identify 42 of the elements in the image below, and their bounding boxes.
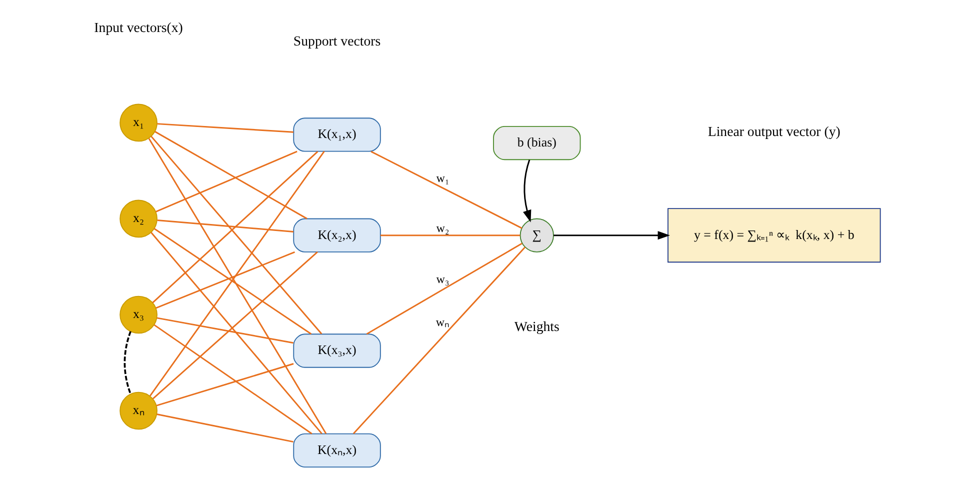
connector [152,151,318,304]
node-box: K(x₁,x) [293,118,381,152]
edge-label: w₂ [436,221,450,236]
node-box: b (bias) [493,126,581,160]
connector [366,242,522,335]
node-box: K(xₙ,x) [293,433,381,468]
connector [149,150,325,396]
connector [150,232,322,434]
node-box: K(x₃,x) [293,334,381,368]
label: Linear output vector (y) [708,124,840,140]
edge-label: w₁ [436,171,450,186]
label: Support vectors [293,34,381,49]
node-circle: x₁ [120,104,158,142]
connector [152,251,318,400]
connector [154,324,312,434]
connector [156,414,294,443]
arrow [523,160,532,222]
connector [156,363,294,406]
arrow [554,231,670,240]
connector [157,123,294,133]
node-circle: xₙ [120,392,158,430]
edge-label: wₙ [436,315,450,330]
connector [156,317,294,344]
connector [150,136,322,334]
node-circle: x₃ [120,296,158,334]
node-box: K(x₂,x) [293,218,381,252]
label: Input vectors(x) [94,20,183,35]
node-box: y = f(x) = ∑ₖ₌₁ⁿ ∝ₖ k(xₖ, x) + b [668,208,881,263]
label: Weights [514,318,560,334]
connector [148,138,327,434]
connector [156,251,296,309]
edge-label: w₃ [436,272,450,286]
connector [124,331,132,394]
node-circle: x₂ [120,200,158,238]
connector [370,150,522,229]
connector [380,234,520,236]
node-circle: ∑ [520,218,554,252]
connector [154,130,308,220]
connector [154,228,312,335]
connector [352,246,526,434]
connector [157,220,294,232]
connector [156,150,298,212]
